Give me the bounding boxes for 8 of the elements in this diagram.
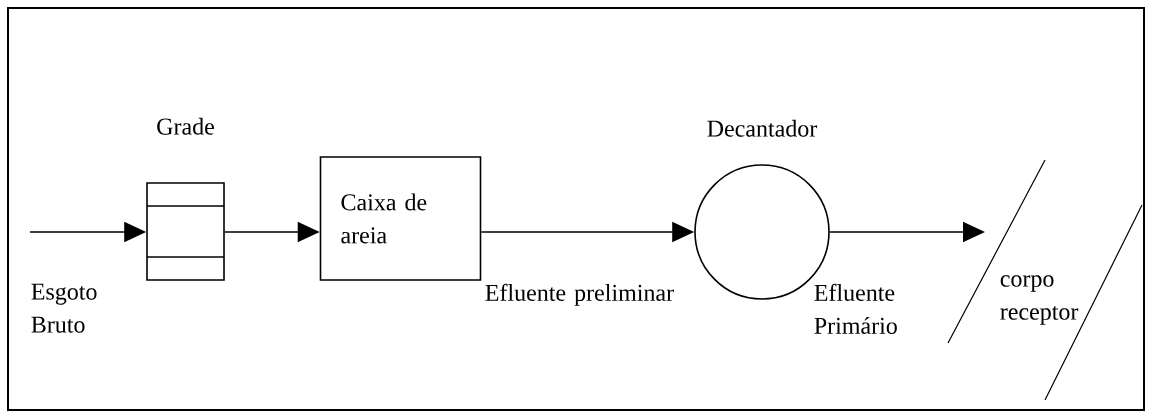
- receiving-body-label: corpo receptor: [1000, 275, 1079, 325]
- edge-label: Efluente preliminar: [485, 283, 674, 306]
- edge-label: Efluente Primário: [814, 283, 897, 334]
- node-label: Decantador: [707, 119, 818, 137]
- edge-label: Esgoto Bruto: [31, 283, 97, 333]
- node-label: Grade: [157, 117, 214, 135]
- screen-box: Grade: [146, 117, 225, 281]
- process-box: Caixa de areia: [319, 156, 482, 281]
